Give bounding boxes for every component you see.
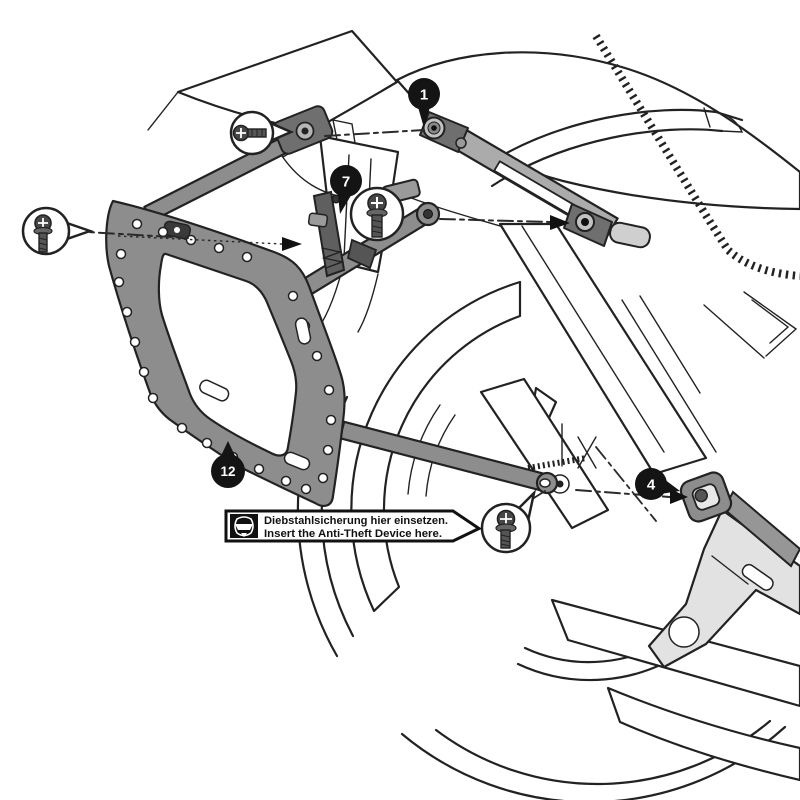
footrest-hanger	[647, 490, 800, 669]
rear-bracket-4	[679, 471, 733, 523]
screw-magnifier-left	[21, 206, 94, 256]
callout-12: 12	[211, 441, 245, 488]
callout-12-number: 12	[220, 464, 235, 479]
arrowhead	[550, 215, 570, 230]
motorcycle-line-art	[147, 29, 800, 800]
carrier-kit	[105, 105, 733, 523]
anti-theft-note-box: Diebstahlsicherung hier einsetzen. Inser…	[224, 509, 483, 543]
callout-7-number: 7	[342, 174, 350, 191]
callout-4: 4	[635, 468, 680, 500]
rail-spacer-sleeve	[609, 221, 651, 249]
callout-1: 1	[408, 78, 440, 128]
screw-magnifier-bottom	[480, 489, 537, 554]
screw-magnifier-middle	[349, 186, 405, 242]
plate-holes	[113, 218, 337, 495]
callout-7: 7	[330, 165, 362, 214]
screw-magnifier-top	[229, 110, 295, 156]
arrowhead	[282, 237, 302, 251]
note-line-de: Diebstahlsicherung hier einsetzen.	[264, 515, 448, 527]
screw-callouts	[21, 110, 537, 554]
adapter-rail	[419, 111, 651, 249]
tail-bodywork	[147, 29, 800, 453]
callout-1-number: 1	[420, 87, 428, 104]
side-carrier-plate	[105, 199, 346, 507]
note-line-en: Insert the Anti-Theft Device here.	[264, 528, 442, 540]
number-callouts: 1 7 4 12	[211, 78, 680, 500]
arrowhead	[670, 489, 688, 504]
callout-4-number: 4	[647, 477, 656, 494]
upper-mount-bracket	[272, 105, 334, 155]
